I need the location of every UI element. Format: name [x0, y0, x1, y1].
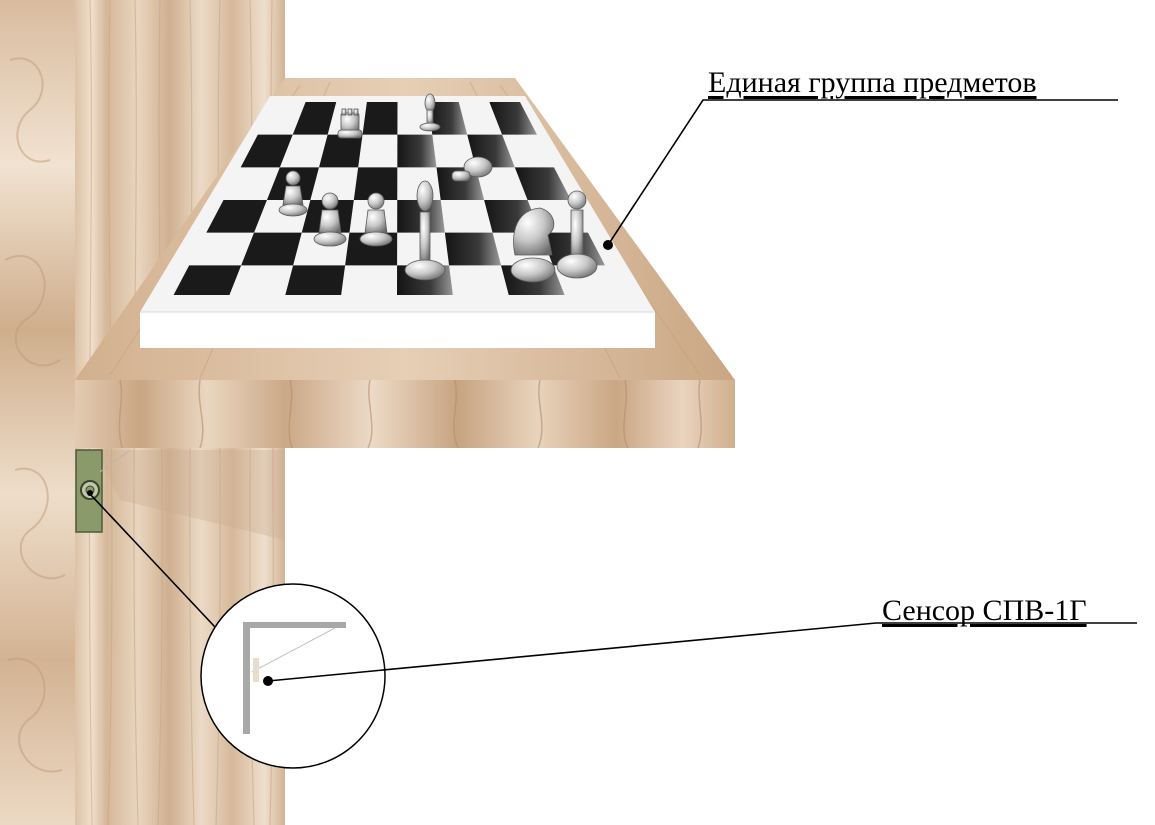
- group-leader-line: [608, 100, 1118, 245]
- board-square-dark: [285, 265, 346, 298]
- board-square-dark: [397, 135, 436, 168]
- wall-pointer-dot: [87, 490, 93, 496]
- board-square-dark: [445, 233, 501, 266]
- magnifier-circle: [201, 584, 385, 768]
- sensor-pointer-dot: [263, 676, 273, 686]
- sensor-label: Сенсор СПВ-1Г: [882, 596, 1087, 626]
- board-square-dark: [363, 102, 398, 135]
- group-pointer-dot: [603, 240, 613, 250]
- group-label: Единая группа предметов: [708, 68, 1037, 98]
- sensor-leader-line: [268, 623, 1137, 681]
- rook-piece: [338, 109, 362, 138]
